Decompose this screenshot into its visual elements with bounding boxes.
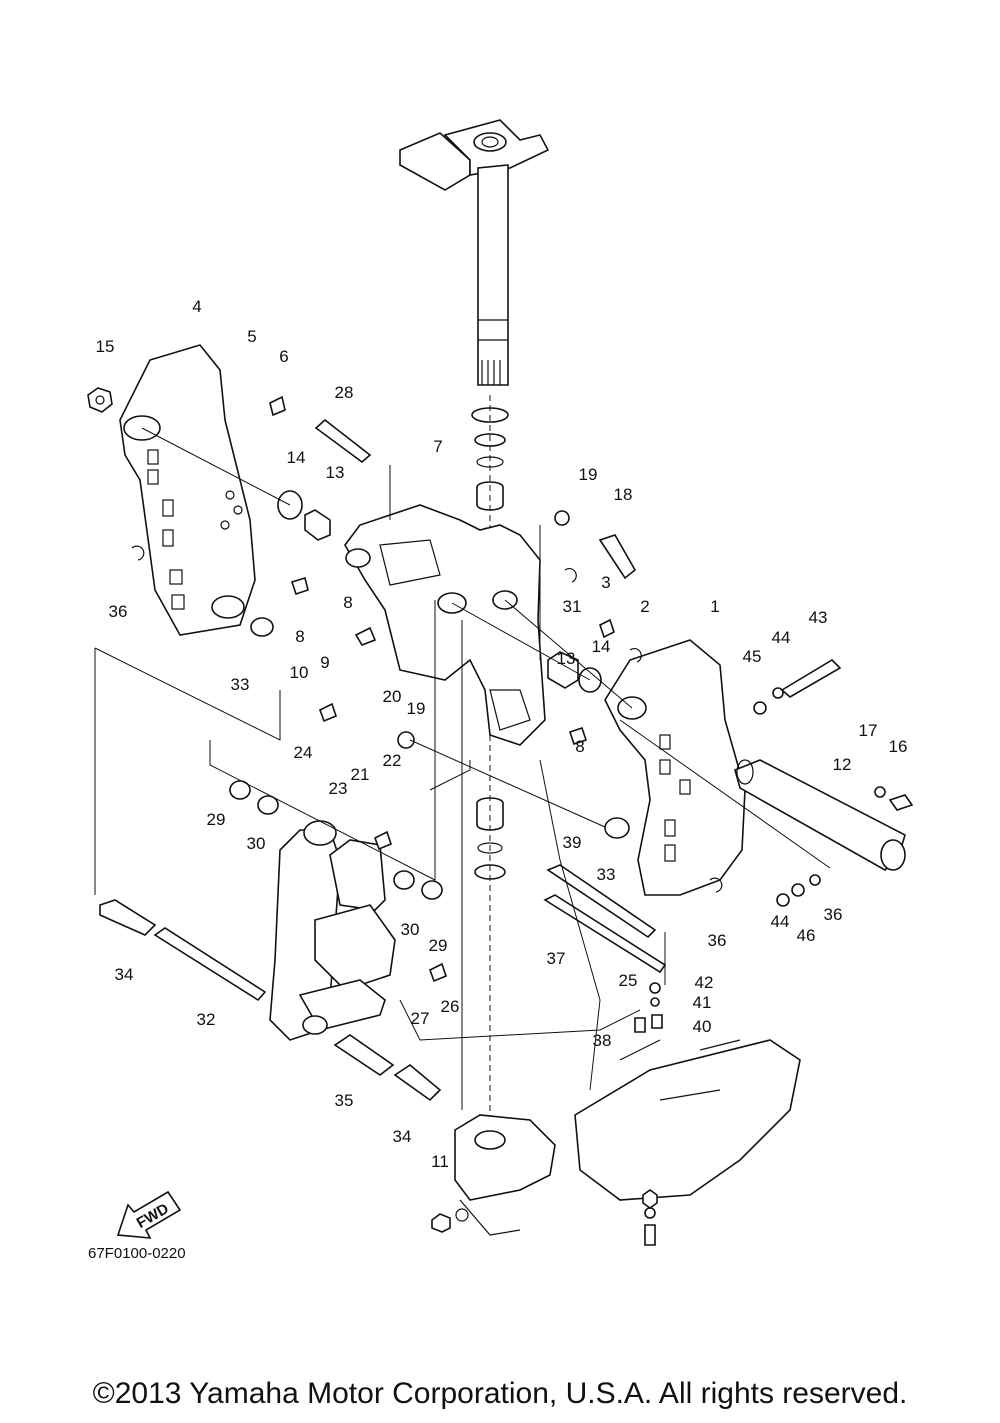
part-label-30: 30 <box>401 920 420 939</box>
fwd-arrow-icon: FWD <box>116 1190 182 1239</box>
part-label-20: 20 <box>383 687 402 706</box>
part-label-2: 2 <box>640 597 649 616</box>
right-clamp-bracket <box>604 639 746 896</box>
part-label-17: 17 <box>859 721 878 740</box>
steering-shaft <box>399 119 550 386</box>
through-tube <box>734 759 906 871</box>
part-label-23: 23 <box>329 779 348 798</box>
part-label-8: 8 <box>295 627 304 646</box>
part-label-29: 29 <box>207 810 226 829</box>
part-label-8: 8 <box>575 737 584 756</box>
swivel-bracket <box>344 504 546 746</box>
part-label-9: 9 <box>320 653 329 672</box>
part-label-32: 32 <box>197 1010 216 1029</box>
part-label-13: 13 <box>557 649 576 668</box>
part-label-36: 36 <box>708 931 727 950</box>
part-label-21: 21 <box>351 765 370 784</box>
part-label-37: 37 <box>547 949 566 968</box>
drawing-code: 67F0100-0220 <box>88 1245 186 1262</box>
shaft-bushing-stack <box>471 395 509 1130</box>
part-label-11: 11 <box>431 1152 449 1171</box>
part-label-40: 40 <box>693 1017 712 1036</box>
part-label-22: 22 <box>383 751 402 770</box>
part-label-24: 24 <box>294 743 313 762</box>
part-labels: 1234567888910111213131414151617181919202… <box>96 297 908 1171</box>
assembly-lines <box>94 427 831 1110</box>
part-label-6: 6 <box>279 347 288 366</box>
part-label-28: 28 <box>335 383 354 402</box>
part-label-26: 26 <box>441 997 460 1016</box>
part-label-33: 33 <box>231 675 250 694</box>
part-label-16: 16 <box>889 737 908 756</box>
part-label-34: 34 <box>393 1127 412 1146</box>
part-label-7: 7 <box>433 437 442 456</box>
part-label-42: 42 <box>695 973 714 992</box>
part-label-14: 14 <box>592 637 611 656</box>
part-label-14: 14 <box>287 448 306 467</box>
part-label-19: 19 <box>579 465 598 484</box>
part-label-8: 8 <box>343 593 352 612</box>
part-label-13: 13 <box>326 463 345 482</box>
part-label-19: 19 <box>407 699 426 718</box>
part-label-18: 18 <box>614 485 633 504</box>
part-label-38: 38 <box>593 1031 612 1050</box>
part-label-41: 41 <box>693 993 712 1012</box>
part-label-1: 1 <box>710 597 719 616</box>
part-label-35: 35 <box>335 1091 354 1110</box>
part-label-44: 44 <box>771 912 790 931</box>
part-label-15: 15 <box>96 337 115 356</box>
part-label-44: 44 <box>772 628 791 647</box>
part-label-12: 12 <box>833 755 852 774</box>
part-label-36: 36 <box>109 602 128 621</box>
part-label-29: 29 <box>429 936 448 955</box>
part-label-3: 3 <box>601 573 610 592</box>
part-label-34: 34 <box>115 965 134 984</box>
part-label-10: 10 <box>290 663 309 682</box>
lower-mount-casting <box>454 1039 801 1236</box>
copyright-notice: ©2013 Yamaha Motor Corporation, U.S.A. A… <box>92 1377 908 1410</box>
part-label-27: 27 <box>411 1009 430 1028</box>
part-label-36: 36 <box>824 905 843 924</box>
part-label-39: 39 <box>563 833 582 852</box>
power-trim-tilt-unit <box>269 820 396 1041</box>
part-label-5: 5 <box>247 327 256 346</box>
part-label-43: 43 <box>809 608 828 627</box>
part-label-31: 31 <box>563 597 582 616</box>
part-label-25: 25 <box>619 971 638 990</box>
part-label-46: 46 <box>797 926 816 945</box>
part-label-30: 30 <box>247 834 266 853</box>
left-clamp-bracket <box>119 344 256 636</box>
part-label-45: 45 <box>743 647 762 666</box>
part-label-4: 4 <box>192 297 201 316</box>
part-label-33: 33 <box>597 865 616 884</box>
